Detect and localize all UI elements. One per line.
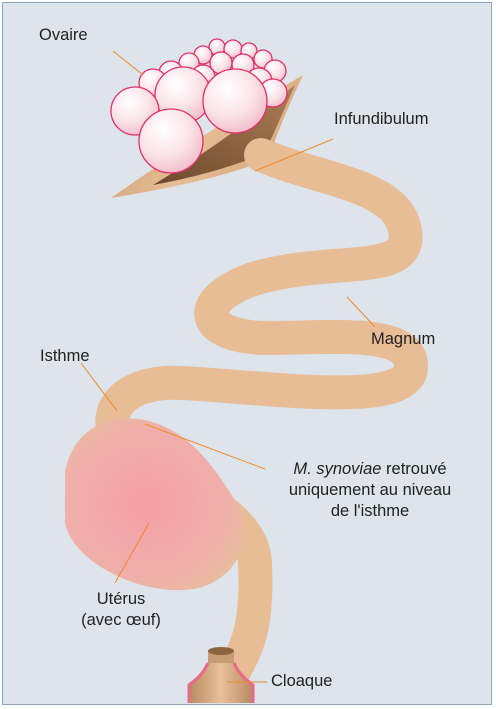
label-isthme: Isthme bbox=[40, 346, 90, 367]
label-infundibulum: Infundibulum bbox=[334, 109, 428, 130]
label-uterus-line2: (avec œuf) bbox=[69, 610, 173, 631]
label-cloaque: Cloaque bbox=[271, 671, 332, 692]
label-uterus-line1: Utérus bbox=[69, 589, 173, 610]
label-note-line3: de l'isthme bbox=[257, 501, 483, 522]
label-note-species: M. synoviae bbox=[293, 460, 381, 478]
label-ovaire: Ovaire bbox=[39, 25, 88, 46]
label-note-line1-rest: retrouvé bbox=[381, 460, 446, 478]
label-note-line2: uniquement au niveau bbox=[257, 480, 483, 501]
uterus-body bbox=[65, 418, 246, 590]
label-note: M. synoviae retrouvé uniquement au nivea… bbox=[257, 459, 483, 522]
diagram-frame: Ovaire Infundibulum Magnum Isthme M. syn… bbox=[2, 2, 492, 705]
leader-ovaire bbox=[113, 51, 143, 75]
label-magnum: Magnum bbox=[371, 329, 435, 350]
label-uterus: Utérus (avec œuf) bbox=[69, 589, 173, 631]
label-note-line1: M. synoviae retrouvé bbox=[257, 459, 483, 480]
